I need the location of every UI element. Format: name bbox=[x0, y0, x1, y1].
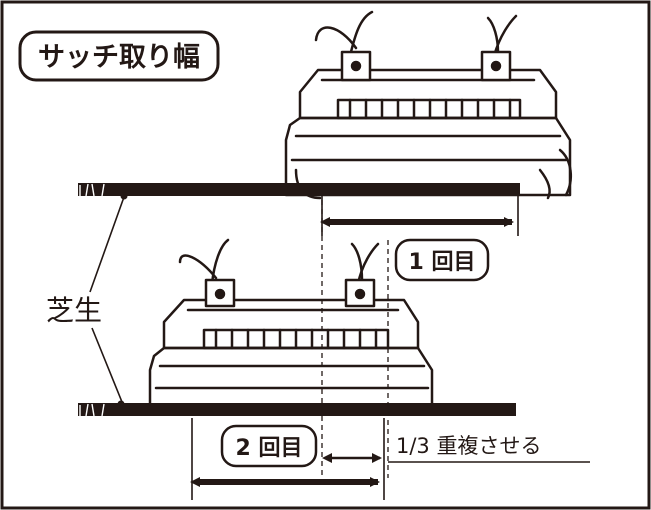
guide-lines bbox=[321, 200, 389, 478]
pass2-label: 2 回目 bbox=[236, 436, 303, 461]
upper-dethatcher bbox=[284, 10, 573, 200]
overlap-label: 1/3 重複させる bbox=[396, 434, 541, 458]
lower-dethatcher bbox=[148, 238, 434, 407]
pass2-label-box: 2 回目 bbox=[220, 424, 318, 468]
grass-callout: 芝生 bbox=[46, 192, 128, 408]
pass1-label-box: 1 回目 bbox=[394, 238, 490, 282]
grass-strip-lower bbox=[78, 403, 516, 417]
title-text: サッチ取り幅 bbox=[38, 42, 200, 73]
pass1-label: 1 回目 bbox=[409, 250, 476, 275]
grass-strip-upper bbox=[78, 183, 520, 197]
grass-label: 芝生 bbox=[46, 294, 102, 327]
title-box: サッチ取り幅 bbox=[18, 30, 220, 82]
